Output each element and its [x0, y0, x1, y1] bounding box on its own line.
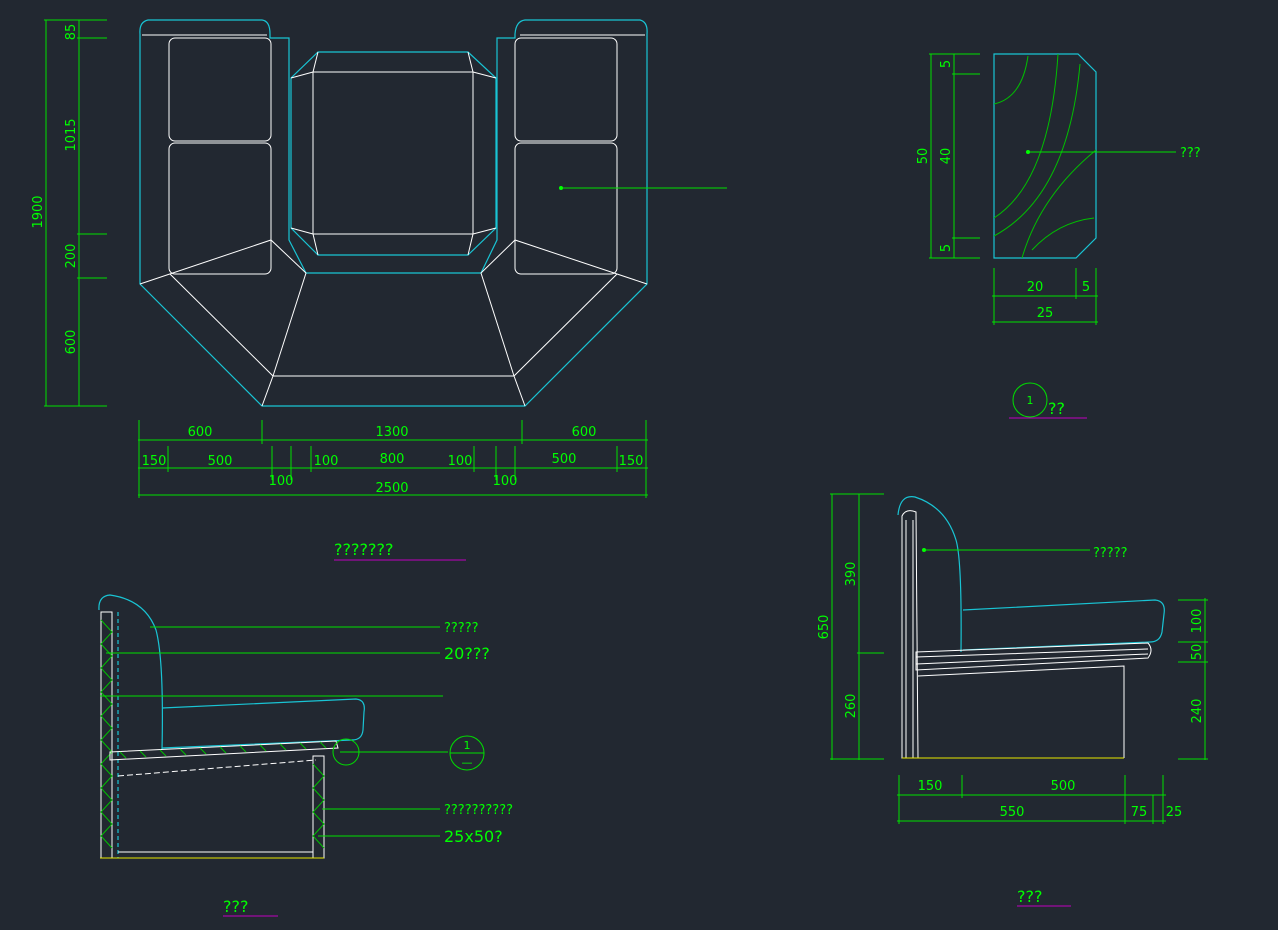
plan-left-dimensions: 85 1015 1900 200 600 — [31, 19, 107, 407]
detail-outline — [993, 53, 1097, 259]
side-bottom-dimensions: 150 500 550 75 25 — [897, 775, 1182, 824]
side-dim-150: 150 — [918, 779, 943, 794]
plan-dim-row3-b: 100 — [493, 474, 518, 489]
plan-table-outer — [290, 51, 497, 256]
plan-bottom-dimensions: 600 1300 600 150 500 100 800 100 500 150… — [138, 420, 648, 498]
plan-dim-row2-c: 100 — [314, 454, 339, 469]
section-seat-underline — [117, 759, 317, 777]
section-callout-2: 20??? — [444, 644, 490, 663]
detail-marker-number: 1 — [1027, 394, 1034, 407]
section-callout-3: ?????????? — [444, 803, 513, 818]
plan-dim-row2-b: 500 — [208, 454, 233, 469]
detail-dim-5: 5 — [1082, 280, 1090, 295]
section-callout-1: ????? — [444, 621, 479, 636]
sofa-section-view: ????? 20??? ?????????? 25x50? 1 — ??? — [98, 594, 513, 917]
detail-dim-25: 25 — [1037, 306, 1054, 321]
detail-bottom-dimensions: 20 5 25 — [992, 268, 1098, 325]
detail-marker-circle — [1012, 382, 1048, 418]
plan-table-bevel — [290, 51, 497, 256]
side-dim-240: 240 — [1190, 699, 1205, 724]
side-dim-390: 390 — [844, 562, 859, 587]
section-backrest-cushion — [98, 594, 163, 751]
plan-left-back-cushion — [168, 37, 272, 142]
detail-dim-5b: 5 — [939, 244, 954, 252]
plan-dim-row2-d: 800 — [380, 452, 405, 467]
side-leader-dot — [922, 548, 926, 552]
plan-left-seat-front — [169, 273, 274, 377]
detail-grain-1 — [993, 55, 1029, 105]
sofa-plan-view: 85 1015 1900 200 600 600 1300 600 — [31, 19, 727, 561]
side-dim-260: 260 — [844, 694, 859, 719]
side-dim-550: 550 — [1000, 805, 1025, 820]
section-seat-cushion — [161, 698, 365, 749]
plan-dim-row2-a: 150 — [142, 454, 167, 469]
plan-dim-row3-a: 100 — [269, 474, 294, 489]
side-callout: ????? — [1093, 546, 1128, 561]
plan-table-top — [312, 71, 474, 235]
plan-dim-row2-e: 100 — [448, 454, 473, 469]
side-dim-75: 75 — [1131, 805, 1148, 820]
detail-dim-40: 40 — [939, 148, 954, 165]
plan-dim-total: 2500 — [375, 481, 408, 496]
side-base — [917, 665, 1125, 758]
plan-dim-row1-a: 600 — [188, 425, 213, 440]
section-back-frame-hatch — [100, 619, 113, 849]
side-seat-frame — [915, 642, 1152, 671]
side-left-dimensions: 650 390 260 — [817, 493, 884, 760]
plan-outer-outline — [139, 19, 648, 407]
section-title: ??? — [223, 897, 248, 916]
section-seat-frame-hatch — [119, 741, 327, 759]
plan-dim-1900: 1900 — [31, 195, 46, 228]
side-dim-25: 25 — [1166, 805, 1183, 820]
section-marker-top: 1 — [464, 739, 471, 752]
side-dim-50: 50 — [1190, 644, 1205, 661]
plan-right-seat-front — [513, 273, 618, 377]
side-dim-100: 100 — [1190, 609, 1205, 634]
plan-right-back-cushion-2 — [514, 142, 618, 275]
side-seat-frame-inner — [915, 648, 1149, 665]
plan-dim-row2-f: 500 — [552, 452, 577, 467]
section-back-frame — [100, 611, 113, 859]
section-marker-bottom: — — [462, 756, 473, 769]
side-seat-cushion — [962, 599, 1165, 651]
plan-title: ??????? — [334, 540, 393, 559]
plan-left-corner-seat — [139, 239, 307, 407]
side-dim-650: 650 — [817, 615, 832, 640]
detail-dim-5a: 5 — [939, 60, 954, 68]
section-seat-frame — [109, 740, 339, 761]
plan-dim-row1-b: 1300 — [375, 425, 408, 440]
wood-detail-view: ??? 5 50 40 5 20 5 25 1 ?? — [916, 53, 1201, 419]
plan-dim-85: 85 — [64, 24, 79, 41]
side-dim-500: 500 — [1051, 779, 1076, 794]
side-back-frame-inner — [905, 520, 914, 758]
detail-grain-4 — [1021, 149, 1097, 259]
detail-grain-3 — [993, 63, 1081, 237]
detail-leader-dot — [1026, 150, 1030, 154]
detail-title: ?? — [1048, 399, 1065, 418]
plan-dim-200: 200 — [64, 244, 79, 269]
detail-dim-20: 20 — [1027, 280, 1044, 295]
section-callout-4: 25x50? — [444, 827, 503, 846]
side-right-dimensions: 100 50 240 — [1178, 598, 1208, 760]
plan-dim-1015: 1015 — [64, 118, 79, 151]
plan-dim-row1-c: 600 — [572, 425, 597, 440]
detail-grain-2 — [993, 53, 1059, 219]
detail-grain-5 — [1031, 217, 1095, 251]
section-front-panel-hatch — [312, 763, 325, 849]
detail-dim-50: 50 — [916, 148, 931, 165]
sofa-side-view: ????? 650 390 260 100 50 240 — [817, 493, 1208, 907]
plan-right-back-cushion — [514, 37, 618, 142]
side-back-frame — [901, 510, 919, 759]
plan-right-corner-seat — [480, 239, 648, 407]
side-title: ??? — [1017, 887, 1042, 906]
plan-leader-dot — [559, 186, 563, 190]
plan-dim-row2-g: 150 — [619, 454, 644, 469]
plan-dim-600: 600 — [64, 330, 79, 355]
side-backrest-cushion — [897, 496, 962, 653]
detail-callout: ??? — [1180, 146, 1201, 161]
detail-left-dimensions: 5 50 40 5 — [916, 53, 980, 259]
plan-left-back-cushion-2 — [168, 142, 272, 275]
